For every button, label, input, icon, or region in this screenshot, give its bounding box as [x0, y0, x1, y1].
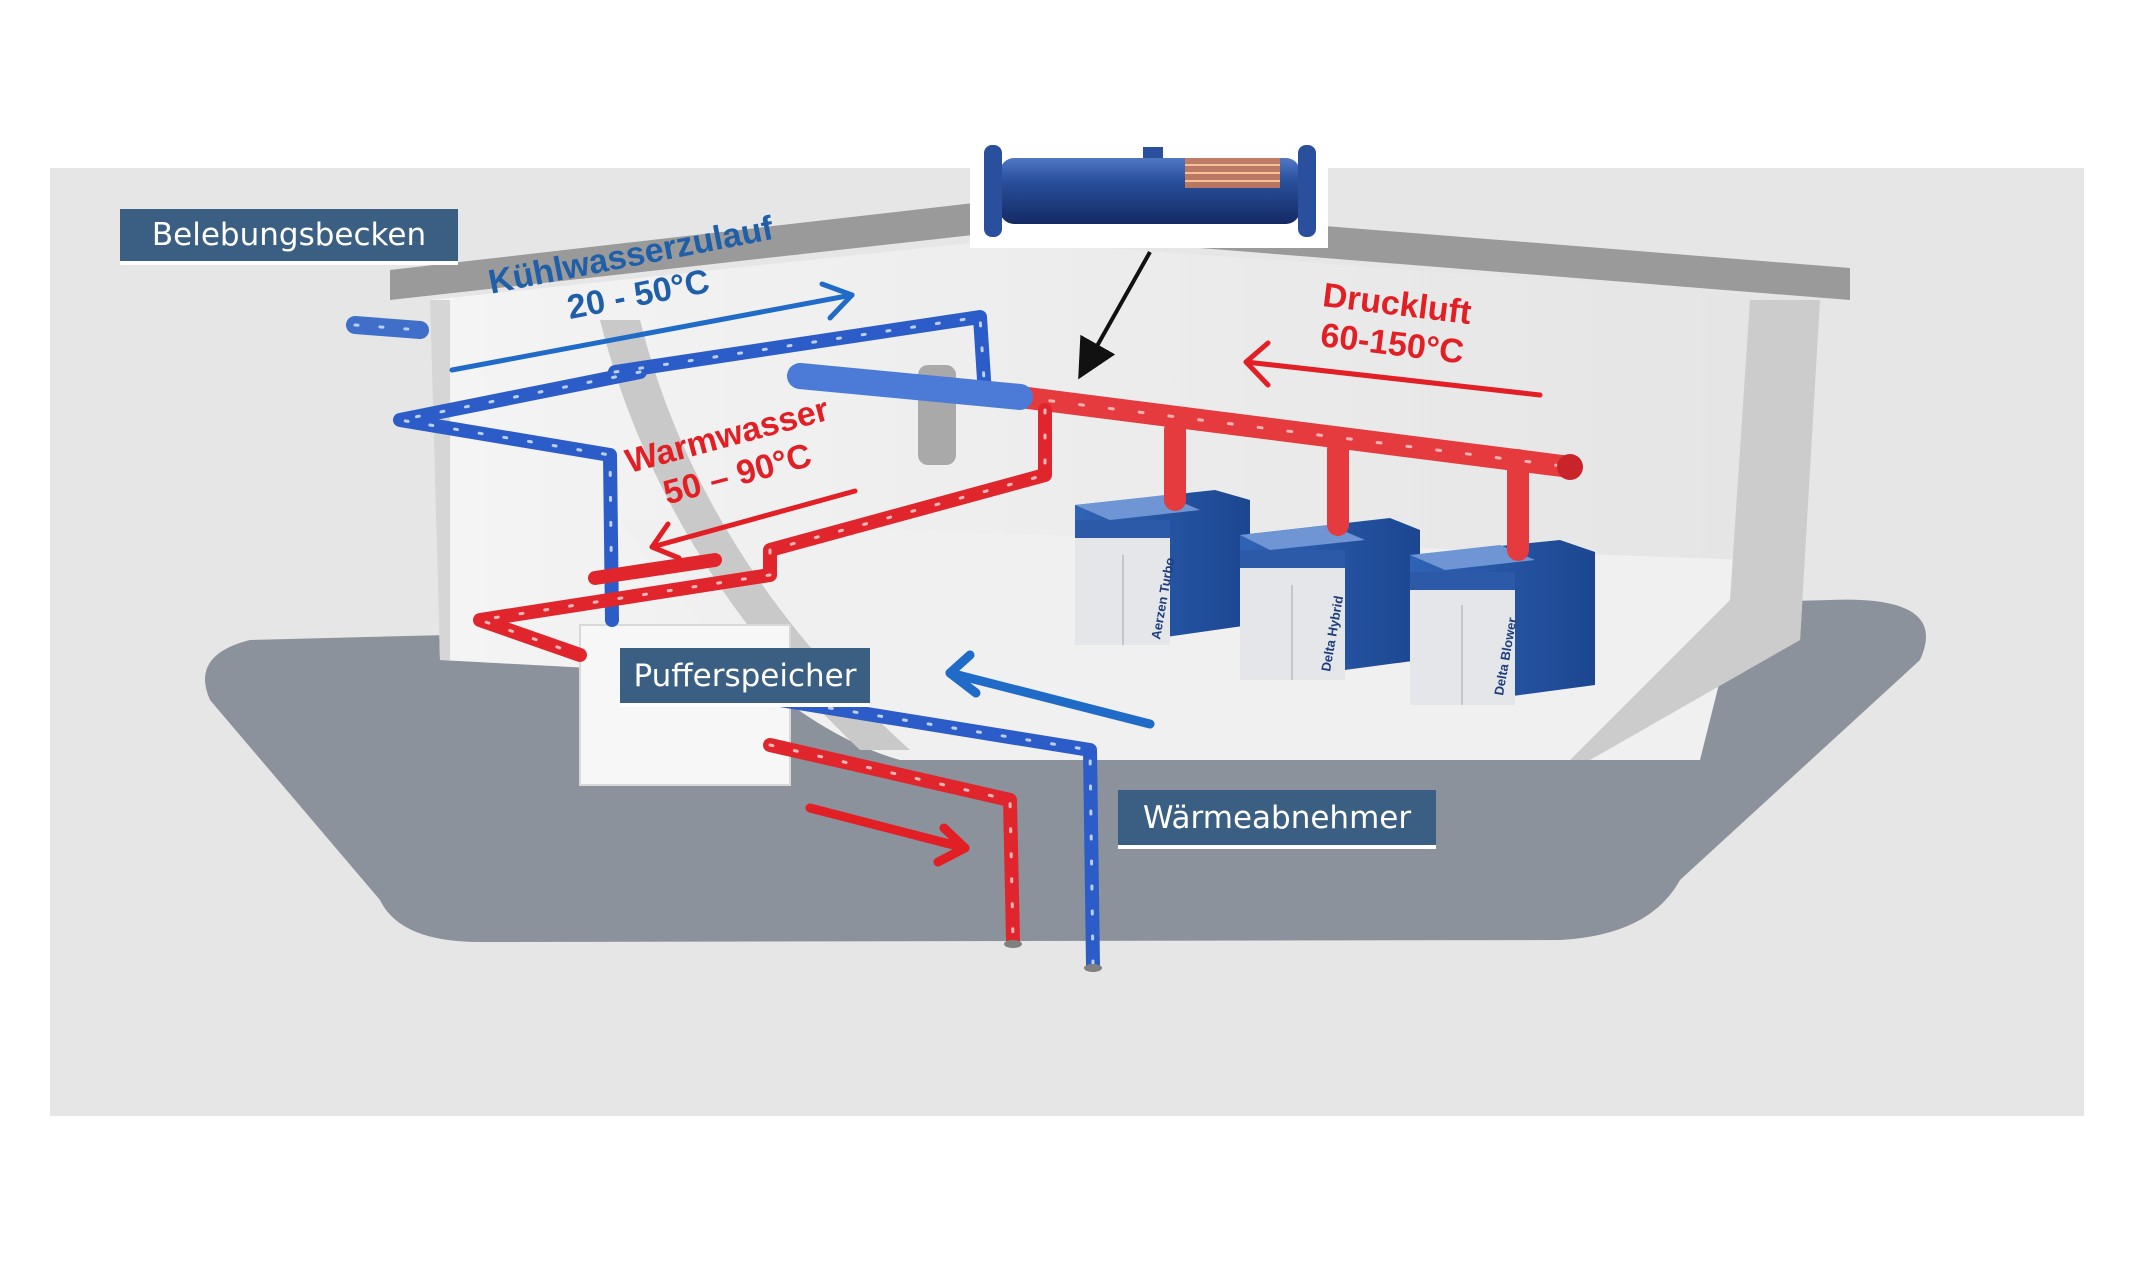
label-pufferspeicher: Pufferspeicher [620, 648, 870, 703]
compressor-1 [1075, 490, 1250, 645]
warm-water-pipe [473, 403, 1052, 947]
label-waermeabnehmer: Wärmeabnehmer [1118, 790, 1436, 845]
compressed-air-pipe [1009, 386, 1581, 561]
supply-red-arrow [805, 803, 970, 867]
pipe-outlet-blue [1084, 964, 1102, 972]
building-left-wall [430, 300, 450, 660]
building-right-wall [1570, 300, 1820, 760]
compressed-air-arrow [1243, 340, 1543, 398]
pointer-arrow [1078, 251, 1152, 380]
compressor-3 [1410, 540, 1595, 705]
pipe-end-cap [1557, 454, 1583, 480]
label-belebungsbecken: Belebungsbecken [120, 209, 458, 261]
compressor-2 [1240, 518, 1420, 680]
heat-exchanger-illustration [970, 138, 1328, 248]
cooling-water-pipe [346, 310, 1100, 972]
flow-arrows [449, 281, 1543, 867]
cooling-water-arrow [449, 281, 855, 373]
warm-water-arrow [649, 488, 858, 561]
return-blue-arrow [945, 650, 1155, 729]
pipe-outlet-red [1004, 940, 1022, 948]
